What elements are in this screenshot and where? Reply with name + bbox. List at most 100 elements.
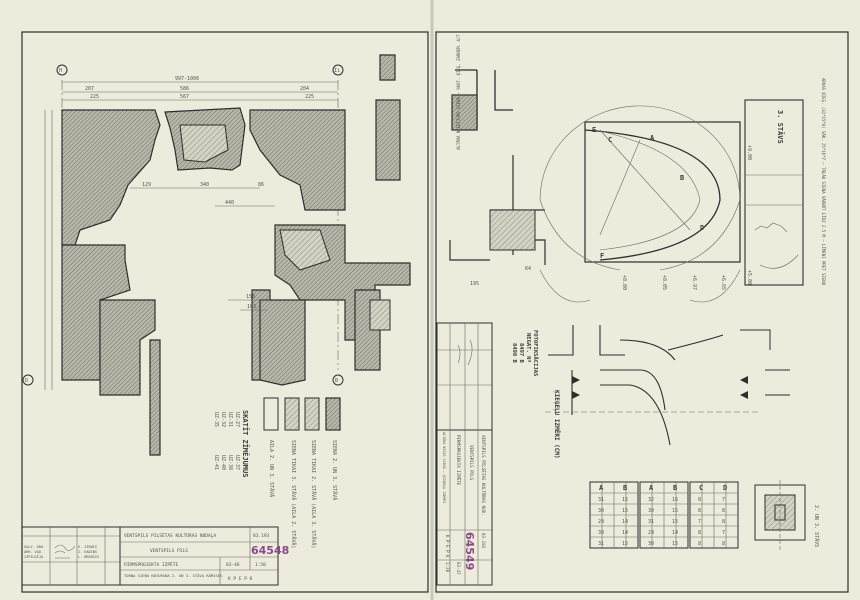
- svg-text:D: D: [25, 378, 28, 384]
- table-cell: 8: [722, 508, 725, 514]
- svg-text:I. RADIŅŠ: I. RADIŅŠ: [78, 549, 97, 554]
- table-cell: 15: [672, 508, 678, 514]
- svg-text:L. BRENCIS: L. BRENCIS: [78, 555, 99, 559]
- right-sheet-border: [435, 31, 849, 593]
- svg-text:F: F: [600, 252, 604, 260]
- svg-text:86: 86: [258, 182, 264, 188]
- svg-text:567: 567: [180, 94, 189, 100]
- svg-text:3. STĀVS: 3. STĀVS: [776, 110, 785, 144]
- svg-text:103: 103: [247, 304, 256, 310]
- elevation-mark: +6.97: [691, 275, 697, 290]
- table-cell: 8: [698, 497, 701, 503]
- table-cell: 14: [622, 519, 628, 525]
- svg-text:340: 340: [200, 182, 209, 188]
- elevation-mark: +6.65: [720, 275, 726, 290]
- svg-text:+8.80: +8.80: [621, 275, 627, 290]
- svg-text:64: 64: [525, 266, 531, 272]
- left-title-block: GALV. ARH. ARH. VAD. IZPILDĪJA V. ZIRNIS…: [21, 526, 289, 586]
- table-cell: 8: [698, 508, 701, 514]
- svg-text:225: 225: [90, 94, 99, 100]
- right-title-block: VENTSPILS PILSĒTAS KULTŪRAS NOD. 83.193 …: [436, 322, 493, 586]
- table-cell: 8: [722, 519, 725, 525]
- table-cell: 30: [598, 530, 604, 536]
- small-plan: 2. UN 3. STĀVS: [754, 480, 820, 550]
- axis-marker: [22, 374, 34, 386]
- table-cell: 7: [722, 497, 725, 503]
- svg-text:VENTSPILS PILS: VENTSPILS PILS: [150, 548, 188, 554]
- table-header: C: [699, 484, 703, 492]
- svg-text:997-1006: 997-1006: [175, 76, 199, 82]
- svg-text:ARKAS ĶIEĢ. (31*15*8) SĀK. 25*: ARKAS ĶIEĢ. (31*15*8) SĀK. 25*16*7 — TĀL…: [821, 78, 826, 286]
- table-cell: 30: [648, 541, 654, 547]
- floor-plan: H Ii D B 997-1006 207 586 204 225 567 22…: [22, 54, 411, 456]
- svg-text:TORŅA SIENU NOTURSNA 2. UN 3.: TORŅA SIENU NOTURSNA 2. UN 3. STĀVA RĀMI…: [124, 573, 223, 578]
- svg-text:SIENA 2. UN 3. STĀVĀ: SIENA 2. UN 3. STĀVĀ: [331, 440, 338, 500]
- svg-text:ALTĀRA NIEDĪJUMS SIENĀ — SKAT.: ALTĀRA NIEDĪJUMS SIENĀ — SKAT. ĶIEĢ. ZAR…: [456, 34, 461, 150]
- table-header: A: [599, 484, 604, 492]
- left-sheet-border: [21, 31, 429, 593]
- table-cell: 31: [598, 497, 604, 503]
- svg-text:B: B: [680, 174, 684, 182]
- svg-text:ARH. VAD.: ARH. VAD.: [24, 550, 43, 554]
- svg-text:D: D: [700, 224, 704, 232]
- axis-marker: [56, 64, 68, 76]
- svg-text:VENTSPILS PILSĒTAS KULTŪRAS NO: VENTSPILS PILSĒTAS KULTŪRAS NOD.: [481, 435, 486, 516]
- axis-marker: [332, 374, 344, 386]
- table-cell: 30: [598, 508, 604, 514]
- svg-text:IZPILDĪJA: IZPILDĪJA: [24, 554, 44, 559]
- svg-text:UZ-35: UZ-35: [213, 412, 219, 427]
- svg-text:Ii: Ii: [334, 68, 340, 74]
- svg-text:83.193: 83.193: [253, 533, 270, 539]
- svg-text:V. ZIRNIS: V. ZIRNIS: [78, 545, 97, 549]
- table-header: D: [723, 484, 727, 492]
- svg-text:158: 158: [246, 294, 255, 300]
- svg-text:A: A: [650, 134, 655, 142]
- svg-text:AILA 2. UN 3. STĀVĀ: AILA 2. UN 3. STĀVĀ: [268, 440, 275, 497]
- table-cell: 14: [622, 530, 628, 536]
- svg-text:SIENA TIKAI 2. STĀVĀ (AILA 3.: SIENA TIKAI 2. STĀVĀ (AILA 3. STĀVĀ): [310, 440, 317, 548]
- table-cell: 15: [672, 519, 678, 525]
- svg-text:207: 207: [85, 86, 94, 92]
- svg-text:8497 B: 8497 B: [518, 343, 524, 364]
- section-details: ALTĀRA NIEDĪJUMS SIENĀ — SKAT. ĶIEĢ. ZAR…: [449, 34, 826, 303]
- svg-text:+8.05: +8.05: [661, 275, 667, 290]
- svg-text:UZ-31: UZ-31: [227, 412, 233, 427]
- profile-details: ĶIEĢEĻU IZMĒRI (CM): [545, 325, 790, 459]
- svg-text:H: H: [59, 68, 62, 74]
- svg-text:83-46: 83-46: [226, 562, 240, 568]
- table-cell: 31: [598, 541, 604, 547]
- svg-text:SKATĪT ZĪMĒJUMUS: SKATĪT ZĪMĒJUMUS: [241, 410, 250, 477]
- svg-text:129: 129: [142, 182, 151, 188]
- svg-text:VENTSPILS PILS: VENTSPILS PILS: [469, 445, 474, 481]
- svg-text:GALV. ARH.: GALV. ARH.: [24, 545, 45, 549]
- table-cell: 15: [622, 541, 628, 547]
- table-cell: 8: [698, 541, 701, 547]
- svg-text:1:50: 1:50: [255, 562, 266, 568]
- svg-text:UZ-40: UZ-40: [220, 455, 226, 470]
- table-cell: 30: [648, 508, 654, 514]
- svg-text:ĶIEĢEĻU IZMĒRI (CM): ĶIEĢEĻU IZMĒRI (CM): [553, 390, 560, 459]
- svg-text:B: B: [335, 378, 338, 384]
- table-cell: 15: [622, 508, 628, 514]
- sheet-number-stamp: 64549: [463, 532, 476, 570]
- table-header: A: [649, 484, 654, 492]
- svg-text:PIRMSPROJEKTA IZPĒTE: PIRMSPROJEKTA IZPĒTE: [124, 561, 178, 568]
- svg-text:225: 225: [305, 94, 314, 100]
- table-cell: 7: [698, 519, 701, 525]
- svg-text:UZ-32: UZ-32: [220, 412, 226, 427]
- table-cell: 29: [598, 519, 604, 525]
- svg-text:E: E: [592, 126, 596, 134]
- legend: SKATĪT ZĪMĒJUMUS UZ-27 UZ-37 UZ-31 UZ-38…: [213, 397, 341, 548]
- svg-text:83-47: 83-47: [456, 562, 461, 575]
- table-header: B: [623, 484, 627, 492]
- svg-text:UZ-38: UZ-38: [227, 455, 233, 470]
- svg-text:UZ-41: UZ-41: [213, 455, 219, 470]
- svg-text:C: C: [608, 136, 612, 144]
- svg-text:SIENA TIKAI 3. STĀVĀ (AILA 2.: SIENA TIKAI 3. STĀVĀ (AILA 2. STĀVĀ): [290, 440, 297, 548]
- svg-text:1:20: 1:20: [445, 562, 450, 573]
- svg-text:83.193: 83.193: [481, 533, 486, 549]
- photo-note: FOTOFIKSĀCIJAS NEGAT. Nº 8497 B 8498 B: [511, 330, 539, 376]
